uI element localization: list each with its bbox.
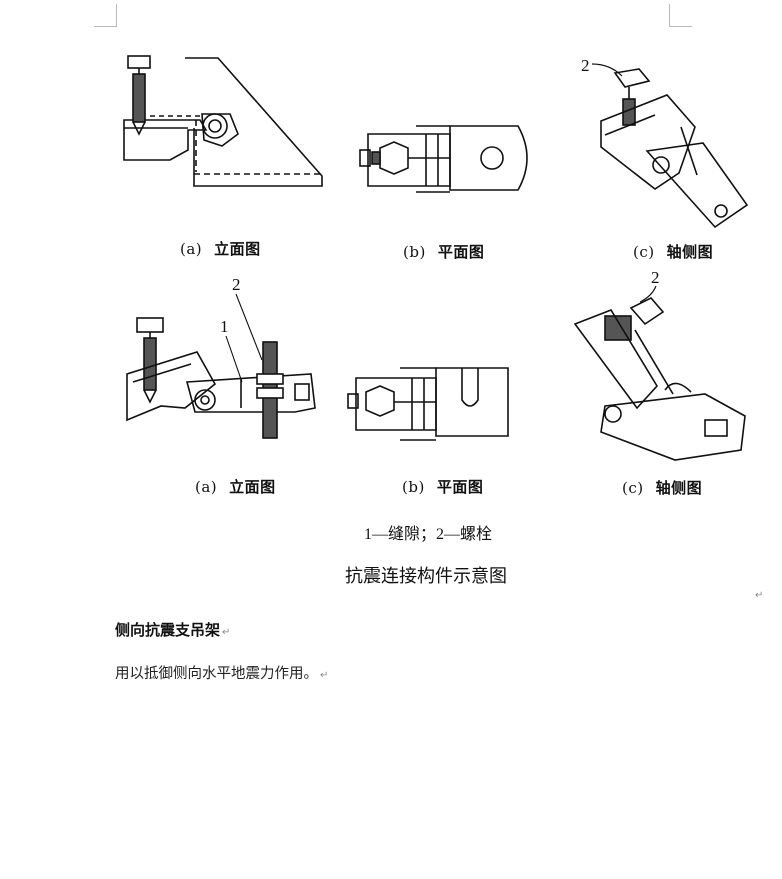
row1-c-caption-name: 轴侧图 [666, 243, 714, 261]
row2-c-caption-label: (c) [622, 479, 644, 497]
figure-legend: 1—缝隙；2—螺栓 [364, 526, 493, 543]
section-body[interactable]: 用以抵御侧向水平地震力作用。↵ [115, 662, 328, 683]
row1-c-callout-leader [591, 62, 632, 82]
row1-c-callout-number: 2 [581, 56, 590, 75]
section-body-text: 用以抵御侧向水平地震力作用。 [115, 666, 318, 682]
row2-c-callout-leader [636, 285, 666, 306]
paragraph-mark-icon: ↵ [320, 670, 329, 681]
row2-a-caption-label: (a) [195, 478, 218, 496]
row1-a-caption: (a) 立面图 [180, 238, 261, 259]
row1-b-caption-name: 平面图 [437, 243, 485, 261]
row2-b-caption: (b) 平面图 [402, 476, 483, 497]
row1-elevation-drawing [110, 50, 335, 195]
row2-b-caption-name: 平面图 [436, 478, 484, 496]
paragraph-mark-icon: ↵ [222, 627, 231, 638]
row2-elevation-drawing [115, 312, 325, 442]
row2-a-callout-leaders [222, 290, 282, 390]
row1-b-caption: (b) 平面图 [403, 241, 484, 262]
section-heading[interactable]: 侧向抗震支吊架↵ [115, 619, 230, 640]
row2-plan-drawing [340, 360, 520, 445]
row2-a-caption-name: 立面图 [229, 478, 276, 496]
figure-title: 抗震连接构件示意图 [345, 566, 507, 587]
paragraph-mark-icon: ↵ [755, 590, 764, 601]
row2-c-caption: (c) 轴侧图 [622, 477, 702, 498]
row1-c-caption: (c) 轴侧图 [633, 241, 713, 262]
section-heading-text: 侧向抗震支吊架 [115, 621, 221, 639]
row2-c-caption-name: 轴侧图 [655, 479, 703, 497]
row2-c-callout-number: 2 [651, 268, 660, 287]
row1-a-caption-name: 立面图 [214, 240, 261, 258]
page-corner-top-right [669, 4, 692, 27]
row1-c-caption-label: (c) [633, 243, 655, 261]
row2-a-caption: (a) 立面图 [195, 476, 276, 497]
row1-b-caption-label: (b) [403, 243, 426, 261]
row2-a-callout-1: 1 [220, 317, 229, 336]
row1-axonometric-drawing [585, 55, 760, 235]
row2-a-callout-2: 2 [232, 275, 241, 294]
page-corner-top-left [94, 4, 117, 27]
row1-plan-drawing [350, 120, 540, 200]
row2-axonometric-drawing [565, 290, 755, 470]
row1-a-caption-label: (a) [180, 240, 203, 258]
row2-b-caption-label: (b) [402, 478, 425, 496]
